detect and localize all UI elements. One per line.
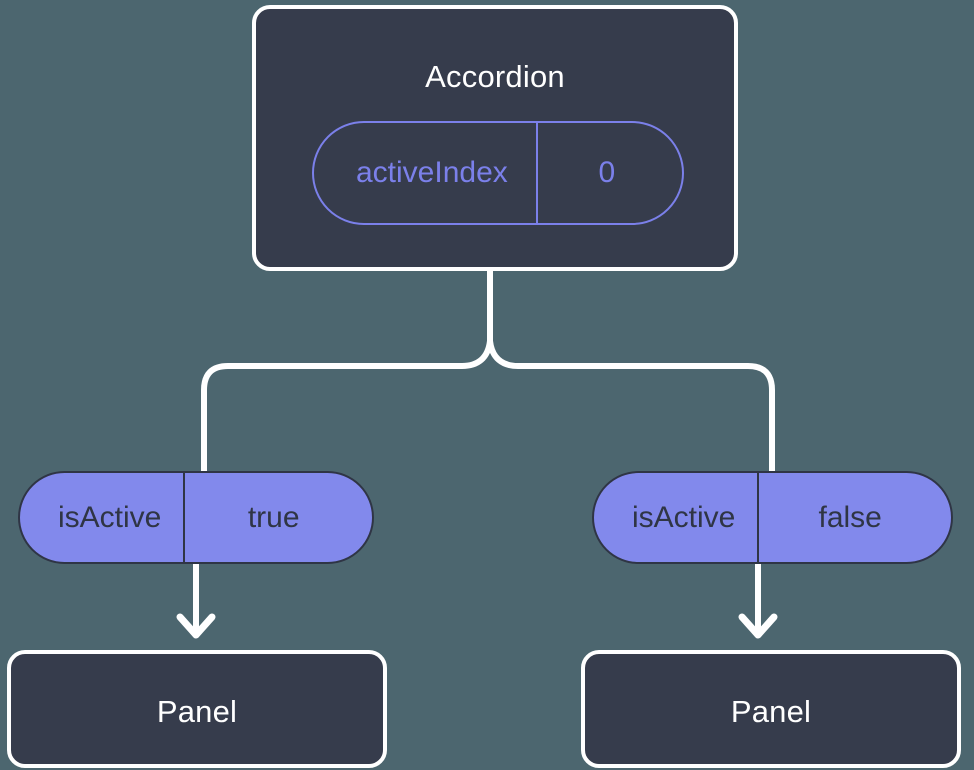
accordion-title: Accordion (425, 59, 565, 94)
state-pill-key: isActive (58, 500, 162, 534)
state-pill-isactive-false[interactable]: isActive false (592, 471, 953, 564)
prop-pill-key: activeIndex (356, 156, 508, 189)
arrowhead-left-icon (176, 613, 216, 639)
arrowhead-right-icon (738, 613, 778, 639)
state-pill-key: isActive (632, 500, 736, 534)
state-pill-value: true (183, 473, 372, 562)
connector-fork-left (201, 338, 493, 474)
component-node-panel-right[interactable]: Panel (581, 650, 961, 768)
prop-pill-activeindex[interactable]: activeIndex 0 (312, 121, 684, 225)
connector-fork-right (487, 338, 775, 474)
prop-pill-value: 0 (535, 123, 682, 223)
panel-right-title: Panel (730, 694, 812, 729)
component-node-panel-left[interactable]: Panel (7, 650, 387, 768)
state-pill-value: false (757, 473, 951, 562)
state-pill-isactive-true[interactable]: isActive true (18, 471, 374, 564)
component-node-accordion[interactable]: Accordion activeIndex 0 (252, 5, 738, 271)
panel-left-title: Panel (156, 694, 238, 729)
